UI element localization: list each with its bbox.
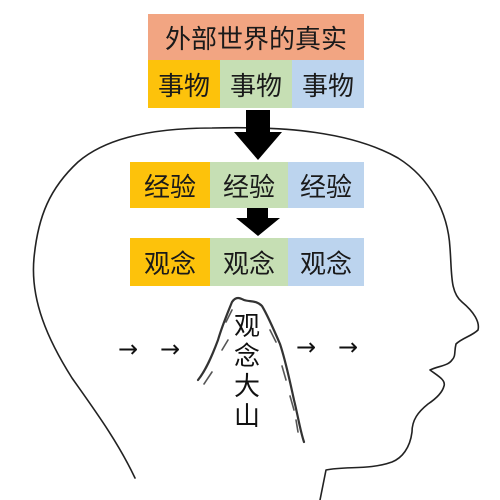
title-box: 外部世界的真实	[148, 14, 364, 60]
arrow-down-1	[234, 110, 282, 160]
arrow-right-icon: →	[338, 333, 359, 361]
mountain-label: 观 念 大 山	[232, 312, 262, 432]
thing-label: 事物	[157, 71, 210, 102]
thing-label: 事物	[301, 71, 354, 102]
arrow-right-icon: →	[160, 335, 181, 363]
idea-box-2: 观念	[210, 238, 288, 286]
mountain-char: 观	[233, 312, 260, 342]
title-text: 外部世界的真实	[164, 24, 347, 55]
thing-box-3: 事物	[292, 60, 364, 108]
head-outline	[32, 126, 480, 500]
idea-label: 观念	[222, 249, 275, 280]
experience-box-1: 经验	[130, 162, 210, 208]
arrow-down-2	[236, 206, 280, 236]
thing-label: 事物	[229, 71, 282, 102]
mountain-char: 念	[233, 342, 260, 372]
mountain-char: 山	[233, 402, 260, 432]
mountain-shade	[203, 309, 299, 433]
arrow-right-icon: →	[118, 335, 139, 363]
idea-box-1: 观念	[130, 238, 210, 286]
mountain-char: 大	[233, 372, 260, 402]
arrow-right-icon: →	[296, 333, 317, 361]
experience-box-2: 经验	[210, 162, 288, 208]
mountain-sketch	[196, 296, 306, 444]
experience-label: 经验	[143, 172, 196, 203]
idea-label: 观念	[143, 249, 196, 280]
idea-box-3: 观念	[288, 238, 364, 286]
experience-label: 经验	[222, 172, 275, 203]
thing-box-1: 事物	[148, 60, 220, 108]
experience-label: 经验	[299, 172, 352, 203]
idea-label: 观念	[299, 249, 352, 280]
thing-box-2: 事物	[220, 60, 292, 108]
experience-box-3: 经验	[288, 162, 364, 208]
